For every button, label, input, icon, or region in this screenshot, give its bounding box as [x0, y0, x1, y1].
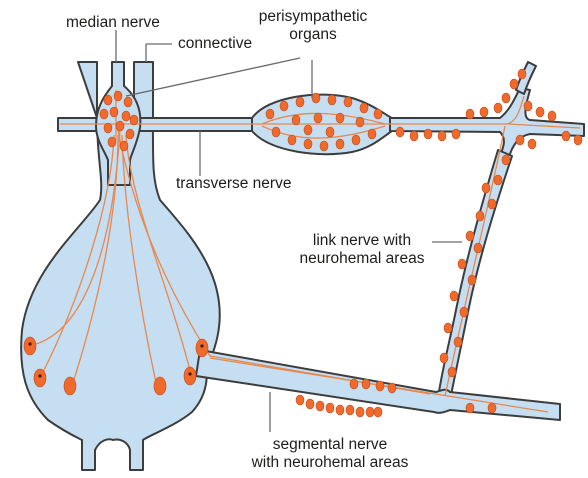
top-branch [516, 62, 536, 94]
label-link-nerve: link nerve with neurohemal areas [292, 232, 432, 268]
label-link-nerve-line2: neurohemal areas [292, 250, 432, 268]
label-perisympathetic-organs: perisympathetic organs [248, 8, 378, 44]
label-segmental-line1: segmental nerve [232, 436, 428, 454]
label-segmental-line2: with neurohemal areas [232, 454, 428, 472]
label-perisympathetic-line2: organs [248, 26, 378, 44]
label-connective: connective [178, 35, 252, 53]
label-link-nerve-line1: link nerve with [292, 232, 432, 250]
label-perisympathetic-line1: perisympathetic [248, 8, 378, 26]
link-nerve [438, 150, 512, 400]
transverse-nerve-right [390, 88, 584, 162]
label-segmental-nerve: segmental nerve with neurohemal areas [232, 436, 428, 472]
label-transverse-nerve: transverse nerve [176, 175, 291, 193]
label-median-nerve: median nerve [66, 14, 160, 32]
leader-connective [146, 44, 172, 62]
